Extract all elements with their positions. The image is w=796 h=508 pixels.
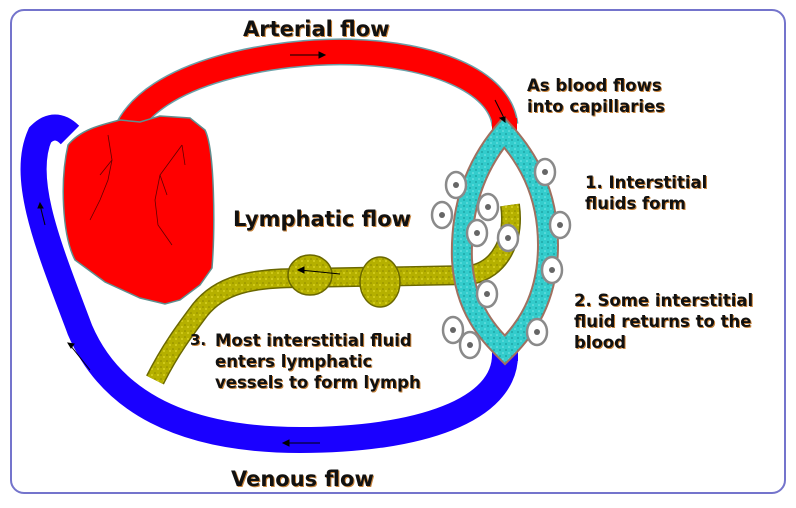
step1-note: 1. Interstitial fluids form	[585, 173, 708, 213]
capillaries-note: As blood flows into capillaries	[527, 76, 666, 116]
cell-nucleus	[453, 182, 459, 188]
cell-nucleus	[474, 230, 480, 236]
cell-nucleus	[534, 329, 540, 335]
arrow-icon	[67, 342, 75, 349]
arterial-flow-label: Arterial flow	[243, 17, 390, 41]
lymph-node	[359, 256, 401, 308]
step3-number: 3.	[190, 331, 207, 349]
cell-nucleus	[542, 169, 548, 175]
lymph-node	[287, 254, 333, 296]
arrow-icon	[498, 116, 506, 124]
cell-nucleus	[549, 267, 555, 273]
diagram-frame	[10, 9, 786, 494]
tissue-cells	[430, 157, 572, 360]
cell-nucleus	[557, 222, 563, 228]
step2-note: 2. Some interstitial fluid returns to th…	[574, 291, 754, 352]
arrow-icon	[37, 201, 44, 209]
cell-nucleus	[439, 212, 445, 218]
cell-nucleus	[505, 235, 511, 241]
cell-nucleus	[467, 342, 473, 348]
flow-arrows	[37, 51, 506, 447]
lymphatic-flow-label: Lymphatic flow	[233, 207, 412, 231]
step3-note: Most interstitial fluid enters lymphatic…	[215, 331, 421, 392]
venous-vessel	[20, 114, 518, 454]
arrow-icon	[318, 51, 327, 59]
cell-nucleus	[450, 327, 456, 333]
heart	[62, 115, 215, 305]
cell-nucleus	[484, 291, 490, 297]
arrow-icon	[281, 439, 290, 447]
arrow-icon	[296, 266, 305, 274]
venous-flow-label: Venous flow	[231, 467, 374, 491]
cell-nucleus	[485, 204, 491, 210]
heart-vessels	[89, 134, 186, 246]
